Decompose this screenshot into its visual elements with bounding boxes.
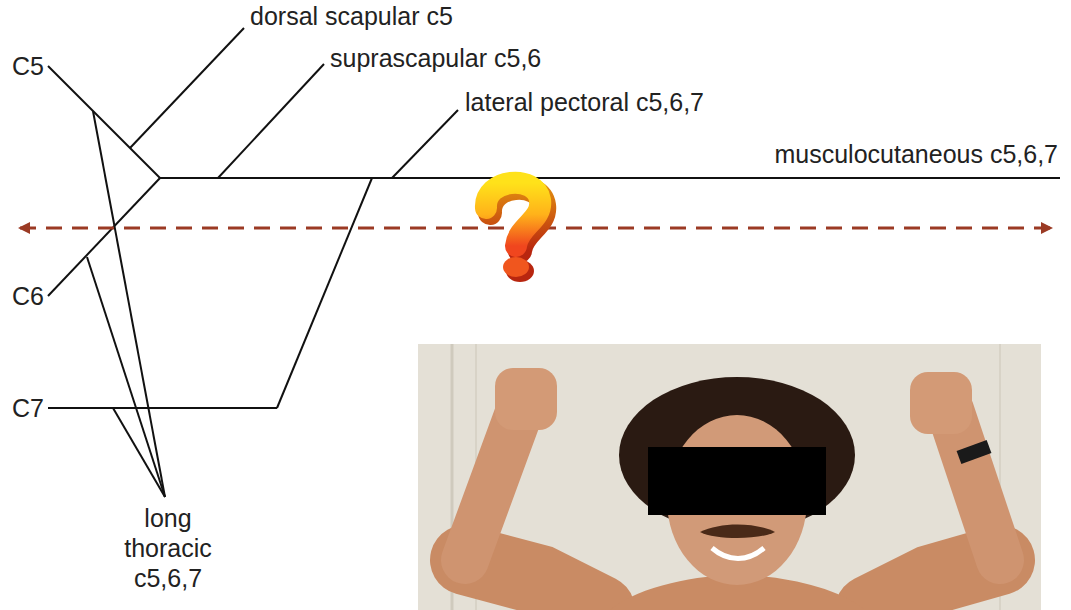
long-thoracic-c5 [93,111,165,497]
c7-trunk [48,407,277,409]
smile [712,548,764,559]
root-label: C5 [12,52,44,81]
left-fist [495,368,557,430]
c6-trunk [48,178,160,296]
face-bar [648,447,826,515]
question-dot [503,257,529,277]
right-fist [910,372,972,434]
mustache [700,525,775,539]
photo [418,344,1041,610]
suprascapular-leader [218,64,324,178]
nerve-label: long thoracic c5,6,7 [124,503,212,593]
long-thoracic-c7 [113,408,165,497]
root-label: C6 [12,282,44,311]
lateral-pectoral-leader [392,110,458,178]
c5-trunk [48,66,160,178]
question-hook [486,183,540,246]
nerve-label: dorsal scapular c5 [250,2,453,31]
long-thoracic-c6 [87,257,165,497]
photo-background [418,344,1041,610]
root-label: C7 [12,394,44,423]
nerve-label: musculocutaneous c5,6,7 [774,140,1058,169]
musculocutaneous-nerve [160,177,1060,179]
left-forearm [465,410,520,560]
nerve-label: lateral pectoral c5,6,7 [465,88,704,117]
c7-branch [277,178,372,408]
wristwatch [957,440,992,464]
question-mark-icon [486,183,544,282]
hair [619,377,855,533]
dorsal-scapular-leader [130,28,244,148]
nerve-label: suprascapular c5,6 [330,44,541,73]
